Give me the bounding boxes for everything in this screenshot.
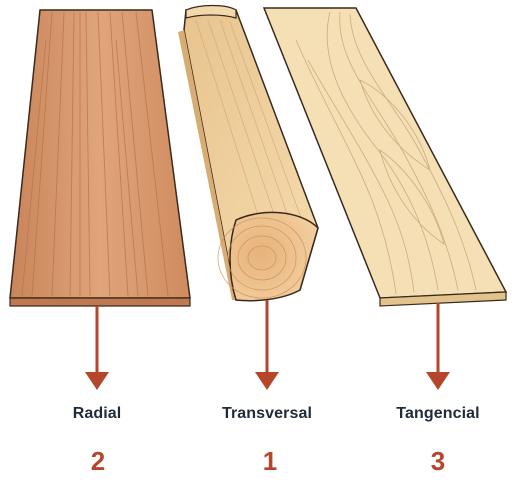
number-tangencial: 3 [408,446,468,477]
transversal-block-end-grain [230,212,318,300]
number-radial: 2 [68,446,128,477]
label-transversal: Transversal [197,405,337,423]
arrow-tangencial [426,303,450,390]
label-tangencial: Tangencial [368,405,508,423]
arrow-radial [85,306,109,390]
radial-board [10,10,190,306]
number-transversal: 1 [240,446,300,477]
radial-board-edge [10,298,190,306]
label-radial: Radial [27,405,167,423]
arrow-transversal [255,300,279,390]
